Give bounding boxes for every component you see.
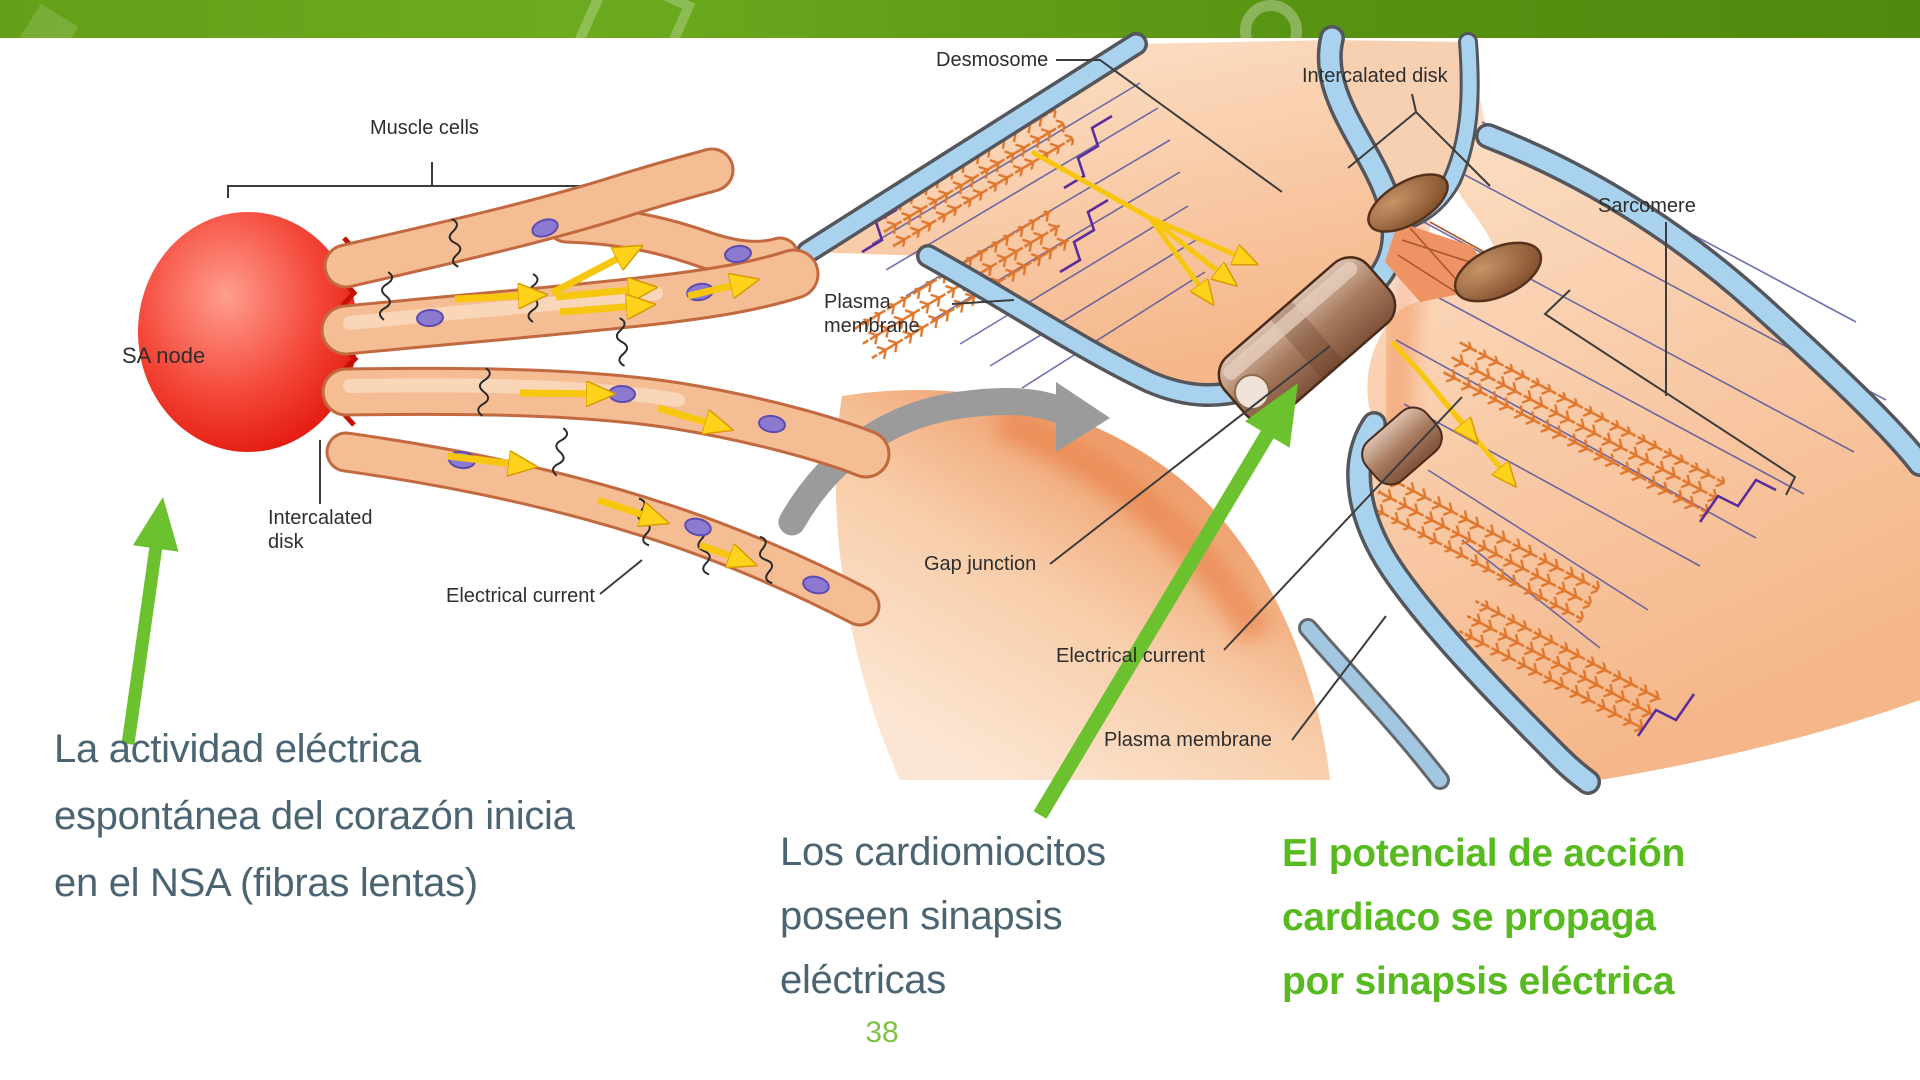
slide-top-bar: [0, 0, 1920, 38]
label-gap-junction: Gap junction: [924, 553, 1037, 575]
deco-ring-icon: [1240, 0, 1302, 38]
caption-cardiomyocytes: Los cardiomiocitos poseen sinapsis eléct…: [780, 820, 1106, 1012]
caption-line: en el NSA (fibras lentas): [54, 861, 478, 905]
label-sarcomere: Sarcomere: [1598, 195, 1696, 217]
green-arrow-right: [1033, 383, 1298, 819]
caption-line: eléctricas: [780, 958, 946, 1002]
caption-line: poseen sinapsis: [780, 894, 1063, 938]
caption-line: cardiaco se propaga: [1282, 896, 1656, 939]
label-muscle-cells: Muscle cells: [370, 117, 479, 139]
right-figure: [778, 25, 1920, 795]
left-figure-leader-lines: [319, 440, 643, 595]
cardiomyocyte-body-right: [1363, 42, 1920, 782]
caption-sa-node: La actividad eléctrica espontánea del co…: [54, 716, 575, 917]
left-figure: [138, 147, 891, 627]
caption-action-potential: El potencial de acción cardiaco se propa…: [1282, 822, 1685, 1014]
caption-line: La actividad eléctrica: [54, 727, 421, 771]
caption-line: espontánea del corazón inicia: [54, 794, 575, 838]
electrical-current-arrows-right: [1030, 149, 1512, 482]
right-figure-leader-lines: [951, 59, 1797, 741]
label-intercalated-disk-left: Intercalated disk: [268, 507, 373, 553]
fiber-nuclei: [416, 218, 830, 595]
caption-line: El potencial de acción: [1282, 832, 1686, 875]
label-electrical-current-right: Electrical current: [1056, 645, 1205, 667]
gray-transition-arrow: [778, 382, 1110, 536]
label-intercalated-disk-right: Intercalated disk: [1302, 65, 1448, 87]
desmosome-blob: [1367, 173, 1449, 233]
label-plasma-membrane-upper: Plasma membrane: [824, 291, 920, 337]
label-sa-node: SA node: [122, 343, 206, 368]
electrical-current-arrows-left: [447, 249, 752, 563]
intercalated-disk-junction: [1367, 173, 1543, 303]
label-plasma-membrane-lower: Plasma membrane: [1104, 729, 1272, 751]
label-desmosome: Desmosome: [936, 49, 1049, 71]
muscle-fibers: [320, 147, 891, 627]
caption-line: Los cardiomiocitos: [780, 830, 1106, 874]
caption-line: por sinapsis eléctrica: [1282, 960, 1675, 1003]
cardiomyocyte-body-left: [808, 40, 1394, 396]
desmosome-blob: [1453, 241, 1543, 303]
label-electrical-current-left: Electrical current: [446, 585, 595, 607]
green-arrow-left: [121, 497, 179, 745]
cardiomyocyte-body-lower: [835, 390, 1330, 780]
page-number: 38: [865, 1016, 899, 1049]
gap-junction-cylinder-small: [1361, 406, 1443, 486]
